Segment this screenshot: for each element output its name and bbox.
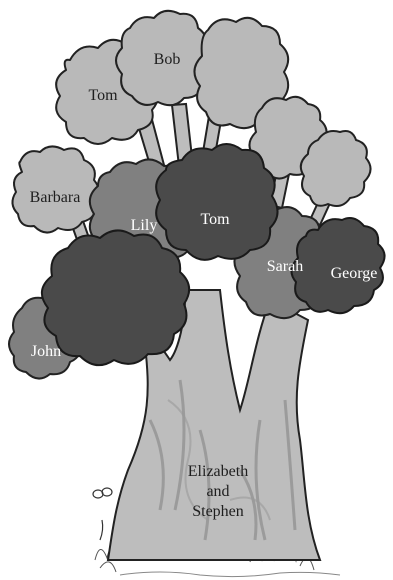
label-john: John <box>31 343 61 360</box>
label-sarah: Sarah <box>267 258 303 275</box>
label-tom-top: Tom <box>88 87 118 104</box>
root-label-line3: Stephen <box>192 503 244 520</box>
sprout-icon <box>93 488 112 540</box>
label-barbara: Barbara <box>30 189 81 206</box>
leaf-dark-left <box>42 230 189 365</box>
label-george: George <box>331 265 378 282</box>
label-lily: Lily <box>131 217 158 234</box>
label-bob: Bob <box>154 51 181 68</box>
root-label-line2: and <box>206 483 229 500</box>
label-tom-center: Tom <box>200 211 230 228</box>
root-label-line1: Elizabeth <box>188 463 248 480</box>
leaf-tom-center <box>156 144 277 260</box>
